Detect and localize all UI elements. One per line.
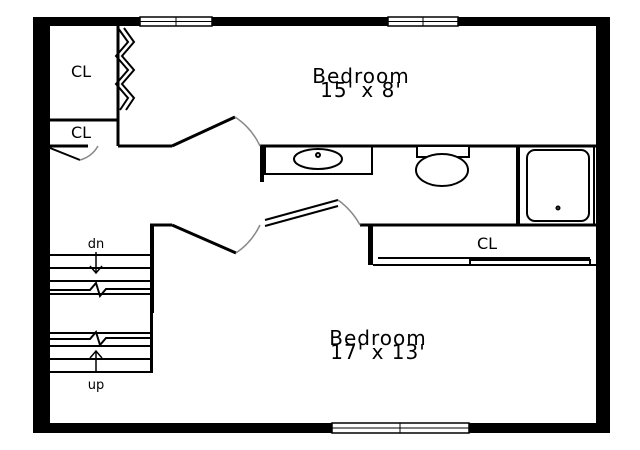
stair-label-up: up — [88, 378, 105, 393]
closet-hall — [378, 257, 591, 266]
bathtub — [518, 145, 595, 226]
stair-arrow-up — [89, 349, 103, 372]
window-bottom — [331, 422, 470, 434]
interior-walls — [118, 144, 596, 313]
room-size-bedroom-top: 15' x 8' — [320, 78, 402, 102]
door-bedroom-bottom — [171, 223, 261, 255]
windows — [139, 16, 470, 434]
stair-label-down: dn — [88, 237, 105, 252]
room-name-bedroom-top: Bedroom — [312, 64, 409, 88]
stair-arrow-down — [89, 252, 103, 275]
door-bathroom — [264, 199, 361, 227]
toilet — [415, 145, 470, 187]
closet-label-hall: CL — [477, 234, 497, 253]
staircase — [50, 254, 153, 373]
door-bedroom-top — [171, 115, 261, 148]
sink-vanity — [264, 145, 373, 175]
closet-top-left — [50, 26, 136, 146]
window-top-right — [387, 16, 459, 27]
exterior-walls — [33, 17, 610, 433]
closet-label-top-left: CL — [71, 62, 91, 81]
window-top-left — [139, 16, 213, 27]
room-name-bedroom-bottom: Bedroom — [329, 326, 426, 350]
closet-label-mid-left: CL — [71, 123, 91, 142]
closet-mid-left — [49, 144, 99, 161]
room-size-bedroom-bottom: 17' x 13' — [330, 340, 425, 364]
